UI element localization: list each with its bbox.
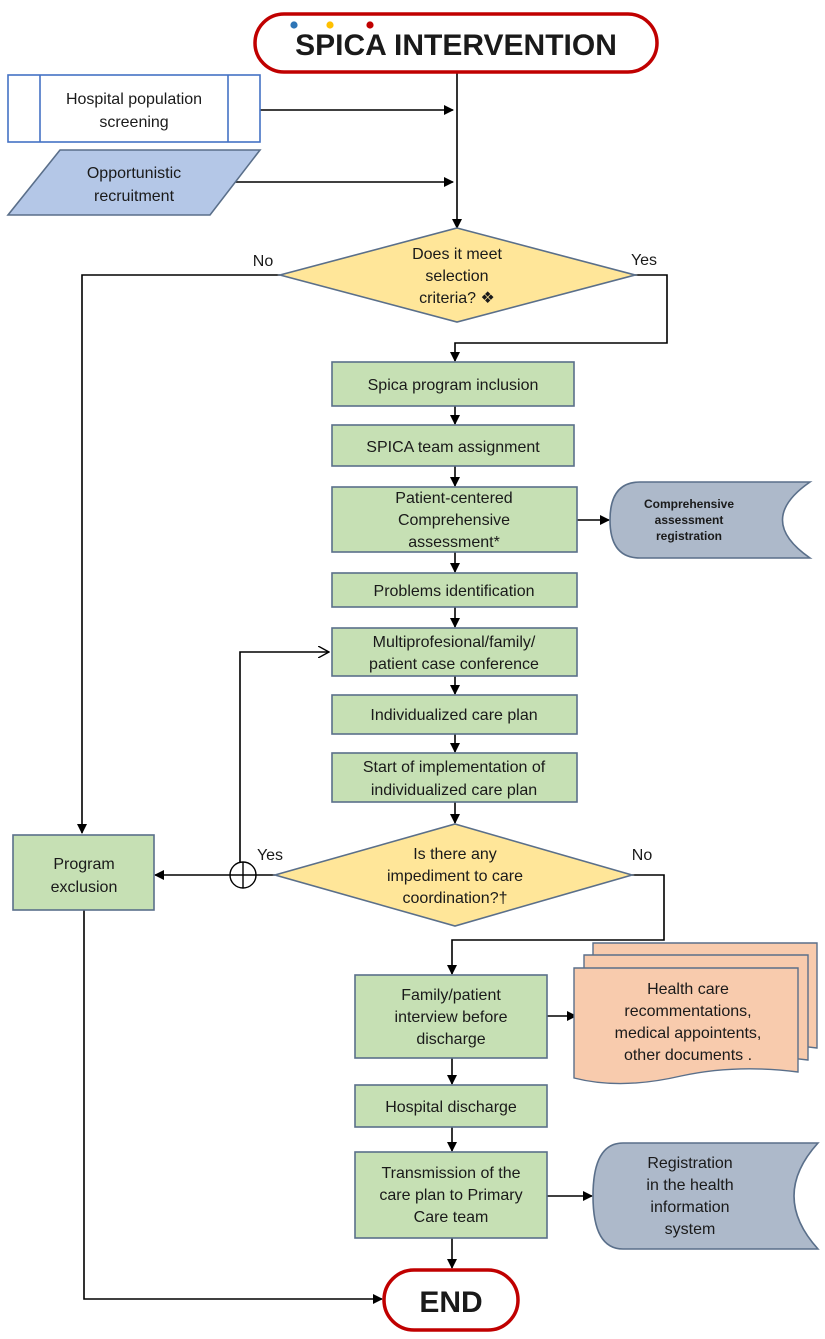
end-terminator-shape xyxy=(382,1268,520,1332)
store-health-info-shape xyxy=(592,1142,820,1250)
hospital-screening-shape xyxy=(7,74,261,143)
store-health-info-label-1: Registration xyxy=(647,1155,732,1172)
step-conference-label-1: Multiprofesional/family/ xyxy=(373,634,536,651)
store-assessment-label-3: registration xyxy=(656,529,722,543)
logo-dot-blue xyxy=(290,21,298,29)
selection-criteria-decision: Does it meet selection criteria? ❖ xyxy=(276,227,639,323)
step-program-exclusion: Program exclusion xyxy=(12,834,155,911)
hospital-screening-label-1: Hospital population xyxy=(66,91,202,108)
step-conference-label-2: patient case conference xyxy=(369,656,539,673)
step-team-assignment-label: SPICA team assignment xyxy=(366,439,540,456)
impediment-label-2: impediment to care xyxy=(387,868,523,885)
documents-label-1: Health care xyxy=(647,981,729,998)
impediment-decision: Is there any impediment to care coordina… xyxy=(272,823,635,927)
end-terminator: END xyxy=(382,1268,520,1332)
edge-loop-to-conference xyxy=(239,652,329,862)
store-assessment-label-2: assessment xyxy=(655,513,724,527)
store-health-info-label-4: system xyxy=(665,1221,716,1238)
step-program-inclusion: Spica program inclusion xyxy=(331,361,575,407)
impediment-no-label: No xyxy=(632,847,653,864)
store-assessment-registration-shape xyxy=(609,481,813,559)
end-label: END xyxy=(419,1286,482,1319)
impediment-yes-label: Yes xyxy=(257,847,283,864)
summing-junction-icon xyxy=(229,861,257,889)
start-terminator: SPICA INTERVENTION xyxy=(253,12,659,74)
step-individualized-care-plan: Individualized care plan xyxy=(331,694,578,735)
store-health-information-system: Registration in the health information s… xyxy=(592,1142,820,1250)
selection-criteria-label-2: selection xyxy=(425,268,488,285)
step-interview-label-2: interview before xyxy=(395,1009,508,1026)
step-family-interview: Family/patient interview before discharg… xyxy=(354,974,548,1059)
store-assessment-label-1: Comprehensive xyxy=(644,497,734,511)
step-assessment-label-2: Comprehensive xyxy=(398,512,510,529)
hospital-screening-node: Hospital population screening xyxy=(7,74,261,143)
impediment-label-1: Is there any xyxy=(413,846,497,863)
store-assessment-registration: Comprehensive assessment registration xyxy=(609,481,813,559)
documents-recommendations: Health care recommentations, medical app… xyxy=(573,942,818,1085)
store-health-info-label-3: information xyxy=(650,1199,729,1216)
step-case-conference: Multiprofesional/family/ patient case co… xyxy=(331,627,578,677)
step-care-plan-transmission: Transmission of the care plan to Primary… xyxy=(354,1151,548,1239)
impediment-decision-shape xyxy=(272,823,635,927)
step-transmission-label-1: Transmission of the xyxy=(381,1165,520,1182)
step-exclusion-label-2: exclusion xyxy=(51,879,118,896)
step-transmission-label-3: Care team xyxy=(414,1209,489,1226)
document-stack-front xyxy=(573,967,799,1085)
step-problems-identification: Problems identification xyxy=(331,572,578,608)
edge-exclusion-to-end xyxy=(83,910,383,1304)
selection-yes-label: Yes xyxy=(631,252,657,269)
start-terminator-shape xyxy=(253,12,659,74)
selection-criteria-shape xyxy=(276,227,639,323)
opportunistic-recruitment-node: Opportunistic recruitment xyxy=(6,149,262,216)
selection-no-label: No xyxy=(253,253,274,270)
opportunistic-recruitment-label-1: Opportunistic xyxy=(87,165,181,182)
step-assessment-label-3: assessment* xyxy=(408,534,500,551)
documents-label-4: other documents . xyxy=(624,1047,752,1064)
step-assessment-label-1: Patient-centered xyxy=(395,490,512,507)
edge-selection-yes xyxy=(450,274,668,362)
flowchart-title: SPICA INTERVENTION xyxy=(295,29,617,62)
logo-dot-red xyxy=(366,21,374,29)
step-implementation-label-2: individualized care plan xyxy=(371,782,537,799)
hospital-screening-label-2: screening xyxy=(99,114,168,131)
step-interview-label-1: Family/patient xyxy=(401,987,501,1004)
step-team-assignment: SPICA team assignment xyxy=(331,424,575,467)
edge-selection-no xyxy=(77,274,280,834)
step-exclusion-label-1: Program xyxy=(53,856,114,873)
step-problems-label: Problems identification xyxy=(374,583,535,600)
step-start-implementation: Start of implementation of individualize… xyxy=(331,752,578,803)
step-hospital-discharge: Hospital discharge xyxy=(354,1084,548,1128)
selection-criteria-label-1: Does it meet xyxy=(412,246,502,263)
step-implementation-label-1: Start of implementation of xyxy=(363,759,546,776)
opportunistic-recruitment-label-2: recruitment xyxy=(94,188,175,205)
impediment-label-3: coordination?† xyxy=(403,890,508,907)
step-transmission-label-2: care plan to Primary xyxy=(379,1187,522,1204)
store-health-info-label-2: in the health xyxy=(646,1177,733,1194)
logo-dot-yellow xyxy=(326,21,334,29)
documents-label-3: medical appointents, xyxy=(615,1025,762,1042)
step-discharge-label: Hospital discharge xyxy=(385,1099,517,1116)
edge-impediment-no xyxy=(447,874,665,975)
step-care-plan-label: Individualized care plan xyxy=(370,707,537,724)
step-program-inclusion-label: Spica program inclusion xyxy=(368,377,539,394)
documents-label-2: recommentations, xyxy=(624,1003,751,1020)
opportunistic-recruitment-shape xyxy=(6,149,262,216)
step-interview-label-3: discharge xyxy=(416,1031,485,1048)
edges xyxy=(77,68,668,1304)
step-comprehensive-assessment: Patient-centered Comprehensive assessmen… xyxy=(331,486,578,553)
selection-criteria-label-3: criteria? ❖ xyxy=(419,290,495,307)
